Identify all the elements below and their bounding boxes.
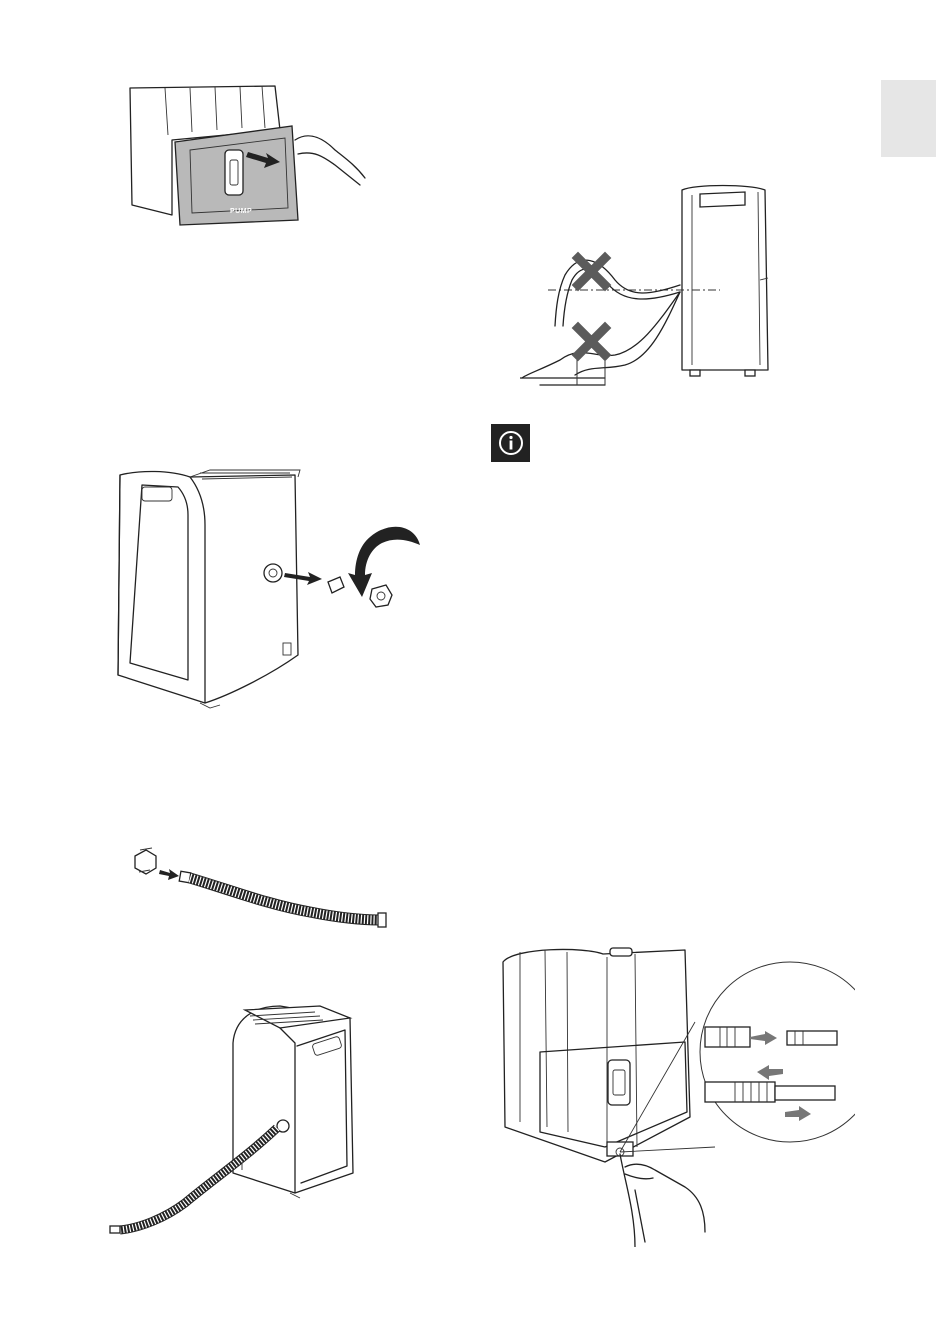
language-tab: [881, 80, 936, 157]
figure-quick-coupling-detail: [495, 942, 855, 1247]
figure-hose-adapter: [130, 840, 400, 935]
figure-tank-removal: PUMP: [120, 80, 380, 230]
tank-label: PUMP: [230, 208, 252, 215]
figure-drain-plug-removal: [100, 465, 440, 715]
info-icon: [491, 424, 530, 462]
figure-hose-connected-unit: [105, 998, 365, 1243]
figure-hose-position-wrong: [520, 180, 790, 390]
